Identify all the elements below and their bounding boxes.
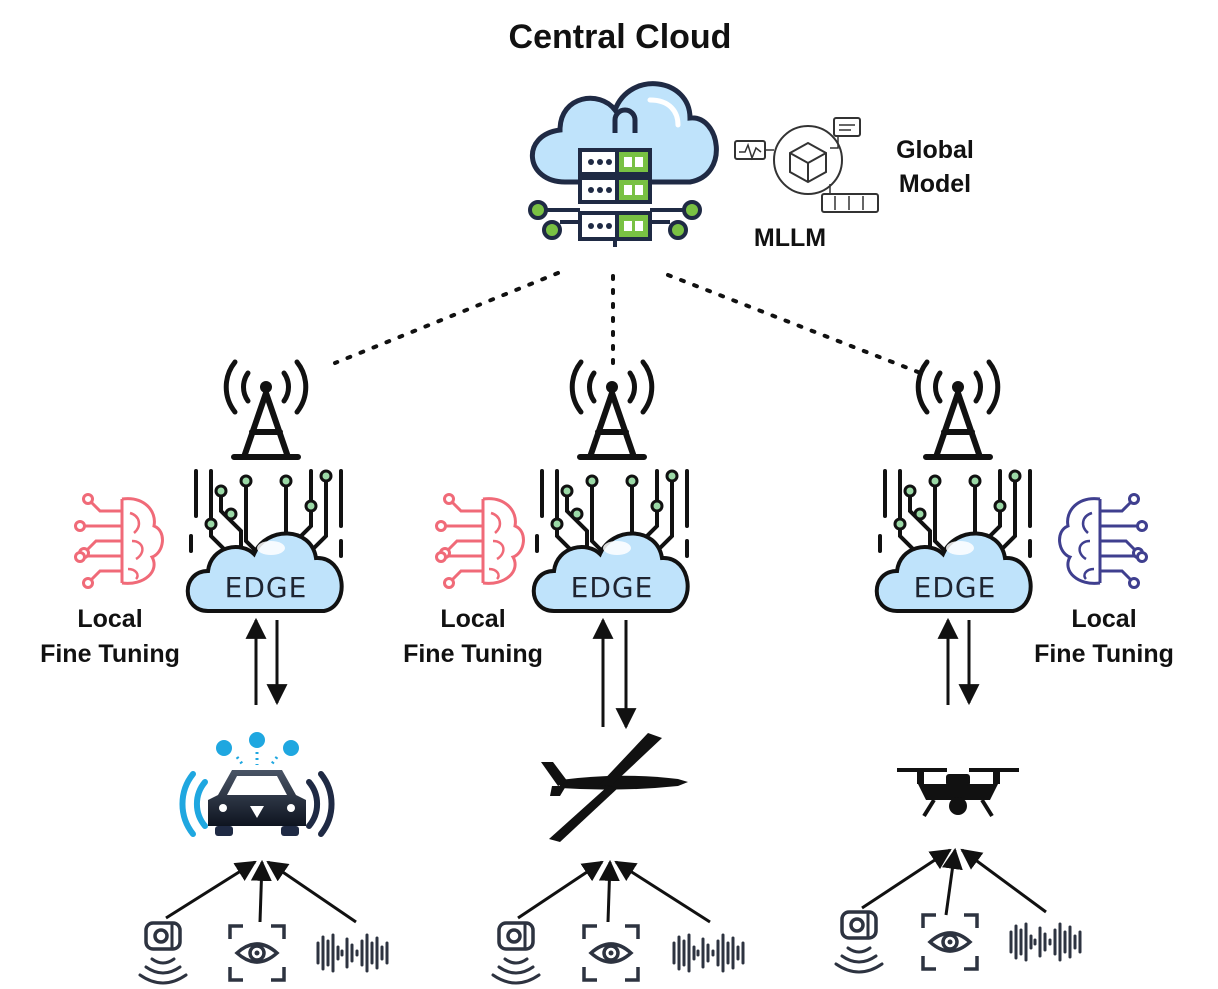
sensor-input-arrow: [861, 848, 952, 910]
lidar-sensor-icon: [138, 921, 188, 985]
brain-circuit-icon: [1058, 493, 1148, 589]
global-model-label-line1: Global: [896, 136, 974, 164]
sensor-input-arrow: [942, 847, 963, 916]
lidar-sensor-icon: [834, 910, 884, 974]
sensor-input-arrow: [165, 860, 257, 920]
edge-node-right: EDGE: [874, 469, 1033, 613]
audio-waveform-icon: [316, 933, 389, 973]
brain-circuit-icon: [435, 493, 525, 589]
edge-label: EDGE: [225, 571, 308, 604]
audio-waveform-icon: [1009, 922, 1082, 962]
lidar-sensor-icon: [491, 921, 541, 985]
sensor-input-arrow: [960, 848, 1047, 914]
edge-label: EDGE: [914, 571, 997, 604]
local-fine-tuning-label-line2: Fine Tuning: [403, 640, 543, 668]
local-fine-tuning-label-line1: Local: [440, 605, 505, 633]
local-fine-tuning-label-line2: Fine Tuning: [40, 640, 180, 668]
brain-circuit-icon: [74, 493, 164, 589]
edge-node-left: EDGE: [185, 469, 344, 613]
eye-camera-icon: [228, 924, 286, 982]
sensor-input-arrow: [517, 860, 604, 920]
antenna-tower-icon: [918, 362, 998, 457]
central-cloud-server-icon: [528, 81, 719, 247]
eye-camera-icon: [921, 913, 979, 971]
local-fine-tuning-label-line1: Local: [77, 605, 142, 633]
antenna-tower-icon: [572, 362, 652, 457]
mllm-label: MLLM: [754, 224, 826, 252]
sensor-input-arrow: [598, 859, 620, 923]
global-model-label-line2: Model: [899, 170, 971, 198]
drone-icon: [897, 768, 1019, 818]
sensor-input-arrow: [614, 860, 711, 924]
sensor-input-arrow: [266, 860, 357, 924]
page-title: Central Cloud: [509, 18, 732, 56]
mllm-model-icon: [734, 117, 879, 213]
eye-camera-icon: [582, 924, 640, 982]
local-fine-tuning-label-line1: Local: [1071, 605, 1136, 633]
aircraft-icon: [541, 733, 688, 842]
autonomous-car-icon: [179, 732, 335, 837]
sensor-input-arrow: [250, 859, 272, 923]
dotted-link-right: [666, 273, 920, 374]
antenna-tower-icon: [226, 362, 306, 457]
edge-label: EDGE: [571, 571, 654, 604]
audio-waveform-icon: [672, 933, 745, 973]
local-fine-tuning-label-line2: Fine Tuning: [1034, 640, 1174, 668]
edge-node-middle: EDGE: [531, 469, 690, 613]
dotted-link-left: [333, 271, 560, 365]
